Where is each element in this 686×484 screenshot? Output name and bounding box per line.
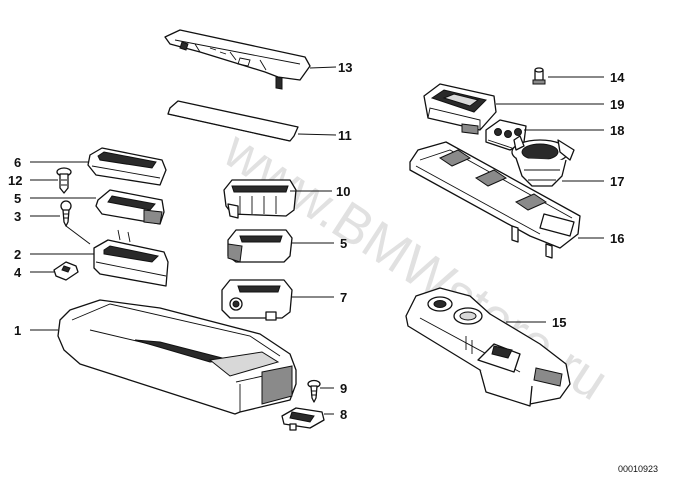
label-3: 3 [14,209,21,224]
part-9-screw[interactable] [307,379,321,403]
part-4-clip[interactable] [53,261,79,281]
leader-lines [30,66,604,415]
part-6-tray[interactable] [87,147,167,186]
part-13-bracket[interactable] [164,29,311,90]
label-18: 18 [610,123,624,138]
label-17: 17 [610,174,624,189]
label-14: 14 [610,70,625,85]
label-13: 13 [338,60,352,75]
label-15: 15 [552,315,566,330]
part-labels: 13 11 6 12 5 3 2 4 1 10 5 7 9 8 14 19 18… [8,60,625,422]
label-2: 2 [14,247,21,262]
part-5-left-box[interactable] [95,189,165,225]
part-16-console-frame[interactable] [409,141,581,259]
part-3-screw[interactable] [60,200,91,245]
label-4: 4 [14,265,22,280]
part-11-mat[interactable] [167,100,299,142]
label-6: 6 [14,155,21,170]
part-15-center-console[interactable] [405,287,571,407]
label-19: 19 [610,97,624,112]
label-8: 8 [340,407,347,422]
part-5-right-box[interactable] [227,229,293,263]
label-16: 16 [610,231,624,246]
part-2-bin[interactable] [93,229,169,287]
part-8-bracket-clip[interactable] [281,407,325,431]
part-14-plug[interactable] [532,67,546,85]
part-12-rivet[interactable] [56,167,72,194]
part-1-console-tray[interactable] [57,299,297,415]
drawing-code: 00010923 [618,464,658,474]
label-7: 7 [340,290,347,305]
label-5-right: 5 [340,236,347,251]
part-10-upper-box[interactable] [223,179,297,219]
part-7-ashtray[interactable] [221,279,293,321]
label-9: 9 [340,381,347,396]
part-17-cup-holder[interactable] [511,135,575,187]
part-19-switch-module[interactable] [423,83,497,135]
label-5-left: 5 [14,191,21,206]
label-10: 10 [336,184,350,199]
label-1: 1 [14,323,21,338]
label-11: 11 [338,128,352,143]
label-12: 12 [8,173,22,188]
